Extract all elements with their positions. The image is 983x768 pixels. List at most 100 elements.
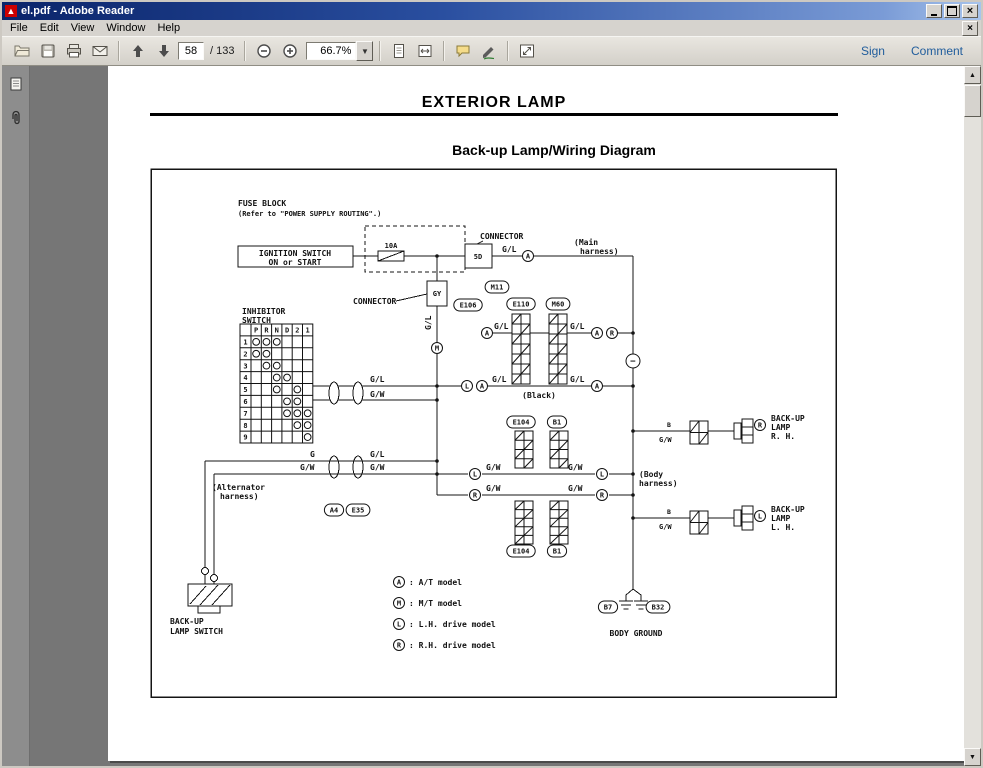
open-button[interactable] [10, 39, 34, 63]
diagram-text-legend-lh: : L.H. drive model [409, 619, 496, 629]
sign-tool-button[interactable] [477, 39, 501, 63]
model-ref-letter: A [595, 383, 600, 391]
minimize-button[interactable] [926, 4, 942, 18]
junction-dots [435, 254, 635, 520]
diagram-shape [557, 343, 568, 355]
model-ref-letter: R [397, 642, 402, 650]
menu-help[interactable]: Help [157, 22, 181, 34]
print-icon [67, 44, 81, 58]
inhibitor-row-number: 5 [243, 386, 247, 394]
model-ref-circle [393, 597, 405, 609]
scrollbar-thumb[interactable] [964, 85, 981, 117]
save-button[interactable] [36, 39, 60, 63]
toolbar-separator [379, 41, 382, 61]
model-ref-circle [476, 380, 488, 392]
scroll-up-button[interactable]: ▲ [964, 66, 981, 84]
zoom-level-combo[interactable]: 66.7% ▼ [306, 41, 374, 61]
diagram-shape [511, 353, 522, 365]
diagram-text-legend-at: : A/T model [409, 578, 462, 587]
model-ref-circle [754, 419, 766, 431]
diagram-shape [558, 458, 569, 469]
connector-id-label: M11 [491, 284, 504, 292]
inhibitor-contact [303, 421, 312, 430]
sign-pane-button[interactable]: Sign [860, 44, 885, 58]
diagram-text-wire-gl-low-right: G/L [570, 375, 585, 384]
diagram-text-backup-rh-line2: LAMP [771, 423, 790, 432]
zoom-level-value[interactable]: 66.7% [306, 42, 357, 60]
diagram-text-backup-switch-line2: LAMP SWITCH [170, 627, 223, 636]
previous-page-button[interactable] [126, 39, 150, 63]
diagram-text-wire-gl-top: G/L [502, 245, 517, 254]
diagram-shape [558, 509, 569, 519]
email-icon [92, 46, 108, 56]
inhibitor-contact [262, 361, 271, 370]
diagram-shape [698, 522, 709, 535]
inhibitor-col-header: P [254, 327, 258, 335]
toolbar: / 133 66.7% ▼ Sign Com [2, 36, 981, 66]
inline-connector [352, 381, 364, 405]
next-page-button[interactable] [152, 39, 176, 63]
connector-id-oval [546, 544, 568, 558]
connector-id-label: B7 [604, 604, 612, 612]
diagram-text-main-harness-line1: (Main [574, 237, 598, 247]
diagram-text-body-ground-label: BODY GROUND [610, 629, 663, 638]
inhibitor-contact [303, 433, 312, 441]
navigation-pane [2, 66, 30, 766]
diagram-text-wire-gw-e35: G/W [370, 463, 385, 472]
diagram-text-backup-lh-line1: BACK-UP [771, 505, 805, 514]
comment-pane-button[interactable]: Comment [910, 44, 963, 58]
attachments-button[interactable] [6, 108, 26, 128]
diagram-text-wire-b-lh: B [667, 508, 671, 516]
diagram-border [150, 168, 837, 698]
inhibitor-row-number: 6 [243, 398, 247, 406]
connector-id-oval [345, 503, 371, 517]
scrollbar-track[interactable] [964, 84, 981, 748]
scroll-down-button[interactable]: ▼ [964, 748, 981, 766]
inhibitor-row-number: 8 [243, 422, 247, 430]
model-ref-letter: R [600, 492, 605, 500]
page-fit-view-button[interactable] [387, 39, 411, 63]
comment-tool-button[interactable] [451, 39, 475, 63]
model-ref-letter: L [758, 513, 762, 521]
zoom-out-button[interactable] [252, 39, 276, 63]
connector-id-oval [546, 415, 568, 429]
zoom-dropdown-button[interactable]: ▼ [356, 41, 374, 61]
inhibitor-contact [283, 373, 291, 382]
diagram-shape [523, 458, 534, 469]
zoom-in-button[interactable] [278, 39, 302, 63]
toolbar-separator [443, 41, 446, 61]
fullscreen-button[interactable] [515, 39, 539, 63]
menu-bar: File Edit View Window Help × [2, 20, 981, 36]
page-number-input[interactable] [178, 42, 204, 60]
menu-window[interactable]: Window [106, 22, 146, 34]
vertical-scrollbar[interactable]: ▲ ▼ [964, 66, 981, 766]
diagram-text-wire-g-switch: G [310, 450, 315, 459]
maximize-button[interactable] [944, 4, 960, 18]
connector-id-label: M60 [552, 301, 565, 309]
print-button[interactable] [62, 39, 86, 63]
fit-width-view-button[interactable] [413, 39, 437, 63]
diagram-text-wire-gl-low-left: G/L [492, 375, 507, 384]
inhibitor-contact [252, 349, 261, 358]
page-thumbnails-button[interactable] [6, 74, 26, 94]
diagram-text-backup-lh-line3: L. H. [771, 523, 795, 532]
diagram-text-wire-gw-mid-r: G/W [486, 484, 501, 493]
inhibitor-contact [293, 421, 302, 430]
model-ref-letter: L [397, 621, 401, 629]
diagram-shape [511, 373, 522, 385]
inhibitor-contact [293, 409, 302, 418]
close-button[interactable]: × [962, 4, 978, 18]
title-bar[interactable]: ▲ el.pdf - Adobe Reader × [2, 2, 981, 20]
menu-view[interactable]: View [70, 22, 95, 34]
document-area[interactable]: EXTERIOR LAMP Back-up Lamp/Wiring Diagra… [30, 66, 964, 766]
single-page-icon [394, 44, 405, 58]
diagram-text-backup-switch-line1: BACK-UP [170, 617, 204, 626]
inline-connector [328, 381, 340, 405]
document-close-button[interactable]: × [962, 21, 978, 36]
email-button[interactable] [88, 39, 112, 63]
menu-edit[interactable]: Edit [39, 22, 59, 34]
diagram-text-backup-rh-line3: R. H. [771, 432, 795, 441]
inhibitor-col-header: 1 [306, 327, 310, 335]
menu-file[interactable]: File [10, 22, 28, 34]
